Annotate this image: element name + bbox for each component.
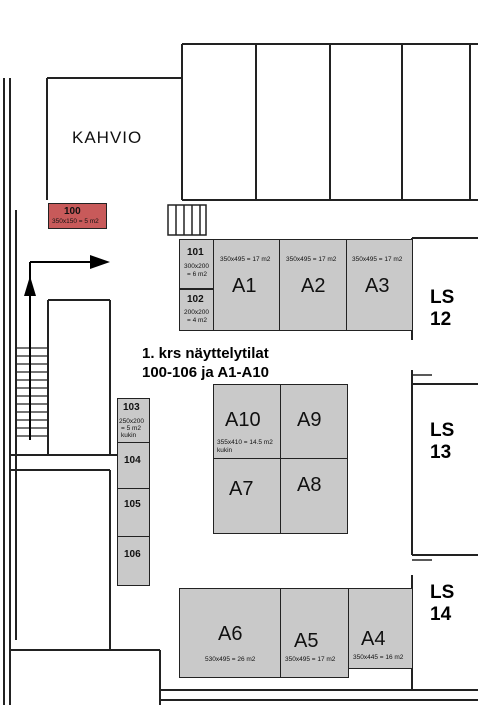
arrow-up-icon <box>24 276 36 296</box>
lift-ls-12: LS 12 <box>430 287 454 331</box>
booth-note: kukin <box>217 447 233 454</box>
booth-number: A6 <box>218 623 243 645</box>
lift-number: 12 <box>430 309 452 330</box>
booth-number: A4 <box>361 628 386 650</box>
booth-size: 350x495 = 17 m2 <box>220 256 271 263</box>
booth-size: 350x445 = 16 m2 <box>353 654 404 661</box>
booth-size: 200x200 <box>184 309 209 316</box>
booth-number: A8 <box>297 474 322 496</box>
booth-number: A10 <box>225 409 261 431</box>
booth-number: 105 <box>124 499 141 510</box>
lift-name: LS <box>430 582 455 603</box>
booth-a2[interactable]: 350x495 = 17 m2 A2 <box>279 239 347 331</box>
cafe-label: KAHVIO <box>72 128 143 147</box>
booth-size: 530x495 = 26 m2 <box>205 656 256 663</box>
lift-ls-13: LS 13 <box>430 420 454 464</box>
booth-number: 101 <box>187 247 204 258</box>
booth-a4[interactable]: A4 350x445 = 16 m2 <box>348 588 413 669</box>
booth-103[interactable]: 103 250x200 = 5 m2 kukin <box>117 398 150 443</box>
booth-size: 300x200 <box>184 263 209 270</box>
booth-a10[interactable]: A10 355x410 = 14.5 m2 kukin <box>213 384 281 459</box>
booth-size: 350x495 = 17 m2 <box>286 256 337 263</box>
booth-number: 104 <box>124 455 141 466</box>
booth-note: kukin <box>121 432 137 439</box>
title-line-2: 100-106 ja A1-A10 <box>142 364 270 381</box>
arrow-right-icon <box>90 255 110 269</box>
booth-number: A2 <box>301 275 326 297</box>
booth-105[interactable]: 105 <box>117 488 150 537</box>
booth-number: A3 <box>365 275 390 297</box>
booth-a8[interactable]: A8 <box>280 458 348 534</box>
booth-a9[interactable]: A9 <box>280 384 348 459</box>
booth-number: A9 <box>297 409 322 431</box>
booth-size: 350x150 = 5 m2 <box>52 218 99 225</box>
booth-a7[interactable]: A7 <box>213 458 281 534</box>
floor-title: 1. krs näyttelytilat 100-106 ja A1-A10 <box>142 344 269 382</box>
lift-number: 13 <box>430 442 452 463</box>
lift-number: 14 <box>430 604 452 625</box>
booth-size: 355x410 = 14.5 m2 <box>217 439 273 446</box>
booth-area: = 6 m2 <box>187 271 208 278</box>
booth-101[interactable]: 101 300x200 = 6 m2 <box>179 239 214 289</box>
booth-size: 250x200 <box>119 418 144 425</box>
booth-102[interactable]: 102 200x200 = 4 m2 <box>179 289 214 331</box>
booth-a1[interactable]: 350x495 = 17 m2 A1 <box>213 239 280 331</box>
booth-size: 350x495 = 17 m2 <box>352 256 403 263</box>
booth-number: 103 <box>123 402 140 413</box>
booth-a6[interactable]: A6 530x495 = 26 m2 <box>179 588 281 678</box>
booth-number: A7 <box>229 478 254 500</box>
booth-a5[interactable]: A5 350x495 = 17 m2 <box>280 588 349 678</box>
booth-106[interactable]: 106 <box>117 536 150 586</box>
lift-name: LS <box>430 287 455 308</box>
booth-number: 106 <box>124 549 141 560</box>
booth-100[interactable]: 100 350x150 = 5 m2 <box>48 203 107 229</box>
booth-number: 102 <box>187 294 204 305</box>
lift-ls-14: LS 14 <box>430 582 454 626</box>
booth-area: = 5 m2 <box>121 425 142 432</box>
booth-area: = 4 m2 <box>187 317 208 324</box>
lift-name: LS <box>430 420 455 441</box>
booth-a3[interactable]: 350x495 = 17 m2 A3 <box>346 239 413 331</box>
booth-number: 100 <box>64 206 81 217</box>
title-line-1: 1. krs näyttelytilat <box>142 345 269 362</box>
booth-number: A5 <box>294 630 319 652</box>
booth-size: 350x495 = 17 m2 <box>285 656 336 663</box>
booth-104[interactable]: 104 <box>117 442 150 489</box>
booth-number: A1 <box>232 275 257 297</box>
